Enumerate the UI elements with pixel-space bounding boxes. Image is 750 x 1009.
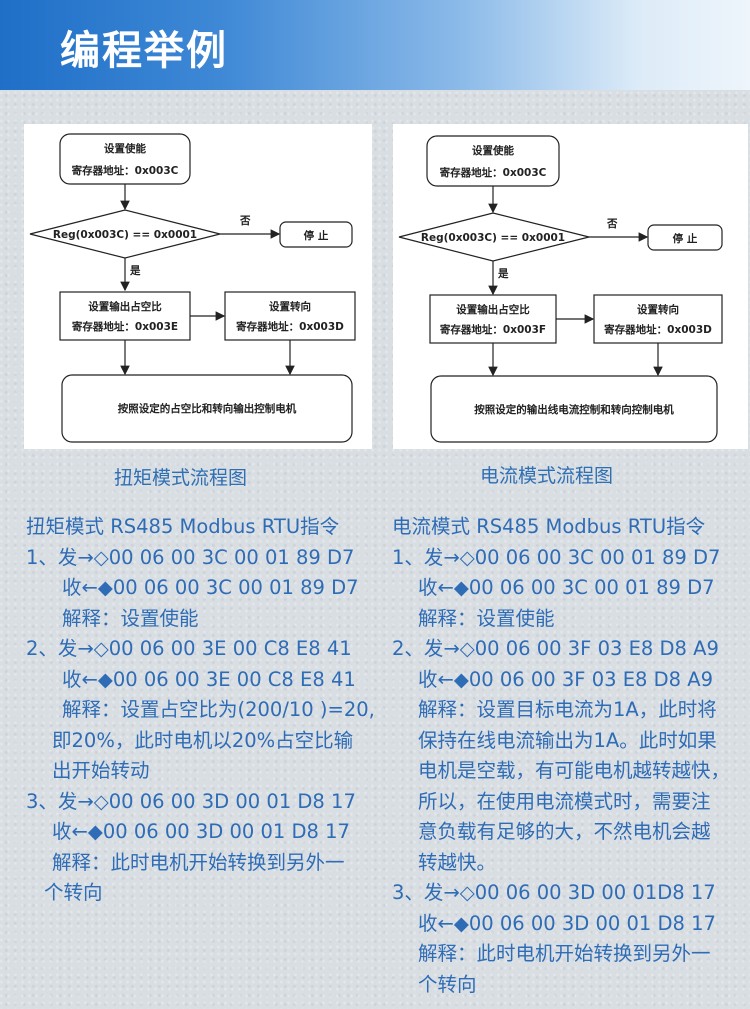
decision-label: Reg(0x003C) == 0x0001 bbox=[53, 229, 197, 241]
enable-box-line2: 寄存器地址：0x003C bbox=[440, 166, 547, 179]
duty-box-line2: 寄存器地址：0x003F bbox=[440, 323, 546, 336]
final-box-label: 按照设定的输出线电流控制和转向控制电机 bbox=[474, 403, 674, 416]
step-1-explain: 解释：设置使能 bbox=[62, 606, 199, 630]
step-3-receive: 收←◆00 06 00 3D 00 01 D8 17 bbox=[52, 820, 350, 843]
duty-box-line1: 设置输出占空比 bbox=[456, 303, 530, 316]
step-2-explain-3: 出开始转动 bbox=[52, 759, 150, 782]
direction-box-line2: 寄存器地址：0x003D bbox=[604, 323, 712, 336]
decision-label: Reg(0x003C) == 0x0001 bbox=[421, 232, 565, 244]
final-box bbox=[430, 375, 718, 443]
no-label: 否 bbox=[239, 215, 251, 227]
step-1-receive: 收←◆00 06 00 3C 00 01 89 D7 bbox=[418, 576, 715, 599]
duty-box bbox=[59, 291, 191, 341]
step-2-send: 2、发→◇00 06 00 3F 03 E8 D8 A9 bbox=[392, 637, 719, 660]
step-2-explain-1: 解释：设置占空比为(200/10 )=20, bbox=[62, 698, 375, 721]
step-2-explain-2: 保持在线电流输出为1A。此时如果 bbox=[418, 728, 717, 752]
step-1-explain: 解释：设置使能 bbox=[418, 606, 555, 630]
torque-flowchart: 设置使能 寄存器地址：0x003C Reg(0x003C) == 0x0001 … bbox=[24, 124, 372, 449]
enable-box-line1: 设置使能 bbox=[472, 144, 514, 157]
step-1-send: 1、发→◇00 06 00 3C 00 01 89 D7 bbox=[26, 545, 355, 569]
yes-label: 是 bbox=[129, 265, 141, 277]
step-3-explain-2: 个转向 bbox=[44, 881, 103, 904]
current-caption: 电流模式流程图 bbox=[480, 465, 614, 487]
step-1-send: 1、发→◇00 06 00 3C 00 01 89 D7 bbox=[392, 545, 721, 569]
enable-box-line1: 设置使能 bbox=[104, 142, 146, 155]
step-2-receive: 收←◆00 06 00 3F 03 E8 D8 A9 bbox=[418, 667, 713, 691]
step-3-explain-1: 解释：此时电机开始转换到另外一 bbox=[418, 942, 711, 965]
stop-box bbox=[647, 224, 723, 251]
step-2-explain-4: 所以，在使用电流模式时，需要注 bbox=[418, 789, 711, 813]
step-2-explain-5: 意负载有足够的大，不然电机会越 bbox=[418, 820, 711, 843]
current-instructions: 电流模式 RS485 Modbus RTU指令 1、发→◇00 06 00 3C… bbox=[392, 512, 730, 1000]
step-3-explain-2: 个转向 bbox=[418, 972, 477, 996]
direction-box-line2: 寄存器地址：0x003D bbox=[236, 320, 344, 333]
step-2-explain-2: 即20%，此时电机以20%占空比输 bbox=[52, 728, 354, 752]
stop-label: 停 止 bbox=[304, 229, 329, 242]
section-title: 电流模式 RS485 Modbus RTU指令 bbox=[392, 515, 706, 538]
header-banner: 编程举例 bbox=[0, 0, 750, 90]
step-2-receive: 收←◆00 06 00 3E 00 C8 E8 41 bbox=[62, 667, 356, 691]
step-3-send: 3、发→◇00 06 00 3D 00 01 D8 17 bbox=[26, 789, 356, 813]
stop-box bbox=[279, 221, 353, 248]
duty-box-line1: 设置输出占空比 bbox=[88, 300, 162, 313]
enable-box-line2: 寄存器地址：0x003C bbox=[72, 164, 179, 177]
stop-label: 停 止 bbox=[673, 232, 698, 245]
direction-box bbox=[224, 291, 356, 341]
final-box bbox=[61, 374, 353, 443]
step-3-send: 3、发→◇00 06 00 3D 00 01D8 17 bbox=[392, 881, 716, 904]
no-label: 否 bbox=[606, 218, 618, 230]
direction-box-line1: 设置转向 bbox=[269, 300, 311, 313]
step-1-receive: 收←◆00 06 00 3C 00 01 89 D7 bbox=[62, 576, 359, 599]
final-box-label: 按照设定的占空比和转向输出控制电机 bbox=[118, 402, 297, 415]
torque-instructions: 扭矩模式 RS485 Modbus RTU指令 1、发→◇00 06 00 3C… bbox=[26, 512, 375, 909]
section-title: 扭矩模式 RS485 Modbus RTU指令 bbox=[26, 515, 340, 538]
duty-box-line2: 寄存器地址：0x003E bbox=[72, 320, 178, 333]
step-2-explain-3: 电机是空载，有可能电机越转越快， bbox=[418, 759, 731, 782]
torque-caption: 扭矩模式流程图 bbox=[114, 467, 248, 489]
yes-label: 是 bbox=[497, 268, 509, 280]
step-2-explain-6: 转越快。 bbox=[418, 850, 497, 874]
direction-box-line1: 设置转向 bbox=[637, 303, 679, 316]
step-2-explain-1: 解释：设置目标电流为1A，此时将 bbox=[418, 698, 717, 721]
step-3-receive: 收←◆00 06 00 3D 00 01 D8 17 bbox=[418, 911, 716, 935]
step-2-send: 2、发→◇00 06 00 3E 00 C8 E8 41 bbox=[26, 637, 352, 660]
current-flowchart: 设置使能 寄存器地址：0x003C Reg(0x003C) == 0x0001 … bbox=[393, 124, 748, 449]
page-title: 编程举例 bbox=[60, 28, 228, 74]
step-3-explain-1: 解释：此时电机开始转换到另外一 bbox=[52, 850, 345, 874]
